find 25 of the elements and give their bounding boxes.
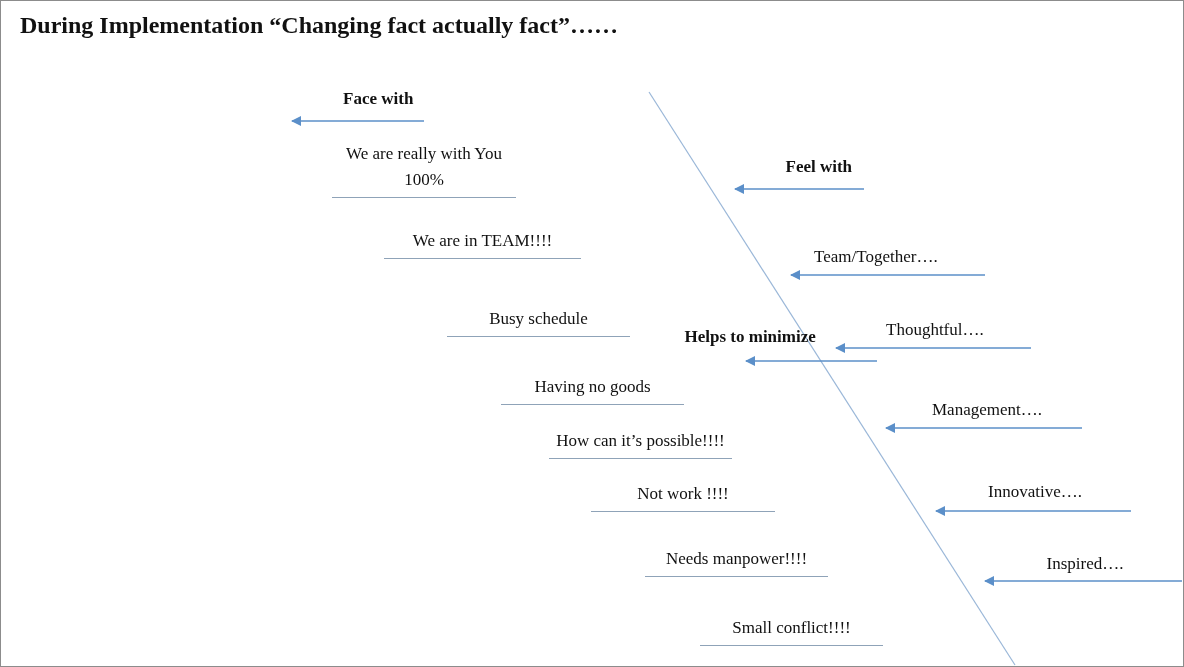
underlined-text: Small conflict!!!! bbox=[700, 615, 883, 646]
heading-text: Helps to minimize bbox=[684, 326, 816, 348]
cause-text: Thoughtful…. bbox=[886, 319, 984, 341]
cause-text: Inspired…. bbox=[1046, 553, 1124, 575]
underlined-text: Busy schedule bbox=[447, 306, 630, 337]
arrow bbox=[790, 270, 986, 280]
arrow bbox=[885, 423, 1083, 433]
arrow bbox=[734, 184, 865, 194]
arrow bbox=[935, 506, 1132, 516]
arrow bbox=[291, 116, 425, 126]
underlined-text: Having no goods bbox=[501, 374, 684, 405]
cause-text: Management…. bbox=[932, 399, 1042, 421]
title: During Implementation “Changing fact actually fact”…… bbox=[20, 12, 618, 39]
underlined-text: How can it’s possible!!!! bbox=[549, 428, 732, 459]
arrow bbox=[984, 576, 1183, 586]
heading-text: Face with bbox=[343, 88, 414, 110]
cause-text: Team/Together…. bbox=[814, 246, 938, 268]
cause-text: Innovative…. bbox=[988, 481, 1082, 503]
underlined-text: We are in TEAM!!!! bbox=[384, 228, 581, 259]
underlined-text: We are really with You 100% bbox=[332, 141, 516, 198]
underlined-text: Not work !!!! bbox=[591, 481, 775, 512]
arrow bbox=[745, 356, 878, 366]
underlined-text: Needs manpower!!!! bbox=[645, 546, 828, 577]
arrow bbox=[835, 343, 1032, 353]
heading-text: Feel with bbox=[785, 156, 853, 178]
